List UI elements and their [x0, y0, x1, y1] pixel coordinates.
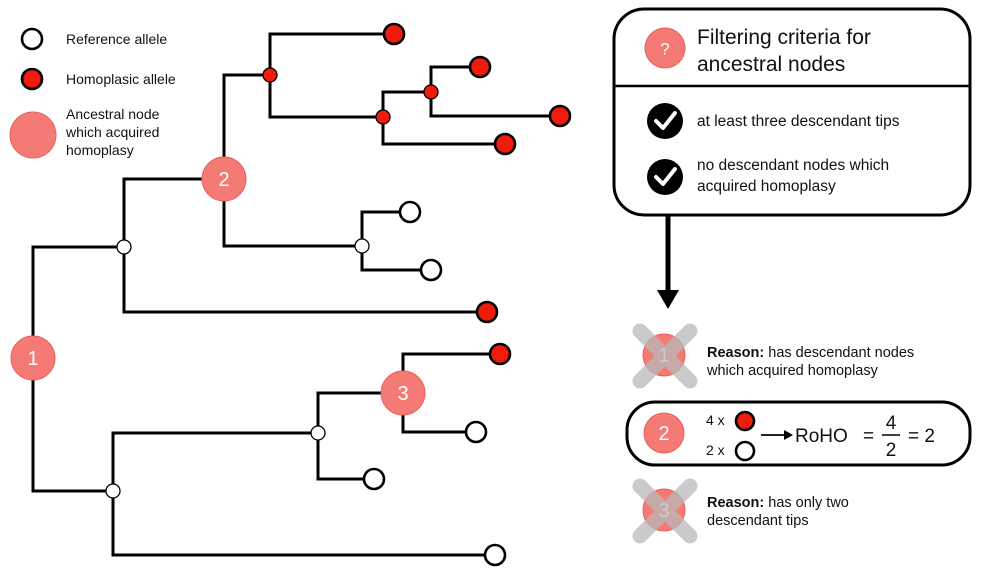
- down-arrow-head-icon: [657, 290, 679, 309]
- legend-ancestral-label-line3: homoplasy: [66, 142, 134, 158]
- result-node-1-reason-label: Reason:: [707, 345, 764, 361]
- branch-to-node-3: [316, 391, 405, 435]
- criterion-1: at least three descendant tips: [647, 103, 900, 139]
- tip-reference: [398, 200, 422, 224]
- tip-reference: [483, 543, 507, 567]
- result-node-2-label: 2: [658, 423, 669, 445]
- checkmark-icon: [654, 111, 677, 130]
- ancestral-node-2-label: 2: [218, 169, 229, 191]
- reference-allele-icon: [734, 440, 756, 462]
- branch-to-tip-479: [316, 431, 376, 481]
- branch-to-red-431: [381, 90, 433, 119]
- result-node-3-reason-label: Reason:: [707, 495, 764, 511]
- roho-label: RoHO: [795, 426, 848, 447]
- homoplasic-count: 4 x: [706, 412, 725, 428]
- result-node-3-reason-line2: descendant tips: [707, 513, 809, 529]
- ancestral-node-2: [201, 156, 247, 202]
- branch-root-upper: [31, 245, 126, 360]
- criterion-2: no descendant nodes which acquired homop…: [647, 157, 889, 195]
- tip-homoplasic: [493, 132, 517, 156]
- result-node-2: 2 4 x 2 x RoHO = 4 2 = 2: [625, 400, 972, 467]
- result-node-2-badge: [643, 412, 685, 454]
- branch-node2-lower: [222, 177, 364, 248]
- tip-reference: [362, 467, 386, 491]
- result-node-3: 3 Reason: has only two descendant tips: [632, 478, 849, 544]
- filter-box-title-line1: Filtering criteria for: [697, 26, 871, 49]
- rejected-cross-icon: [632, 478, 698, 544]
- internal-node-homoplasic: [262, 67, 278, 83]
- roho-arrow-head-icon: [784, 430, 793, 440]
- result-node-1-reason-line1: Reason: has descendant nodes: [707, 345, 914, 361]
- reference-count: 2 x: [706, 442, 725, 458]
- legend: Reference allele Homoplasic allele Ances…: [9, 27, 176, 159]
- rejected-cross-icon: [632, 323, 698, 389]
- internal-node-reference: [116, 239, 132, 255]
- branch-node2-upper: [222, 73, 272, 181]
- criterion-2-text-line2: acquired homoplasy: [697, 178, 836, 195]
- tree-tips: [362, 22, 572, 567]
- question-badge-label: ?: [660, 40, 669, 59]
- branch-root-lower: [31, 356, 115, 493]
- filter-box-frame: [612, 7, 972, 217]
- ancestral-node-1-label: 1: [27, 348, 38, 370]
- internal-node-reference: [105, 483, 121, 499]
- roho-denominator: 2: [886, 440, 897, 461]
- branch-to-red-383: [268, 73, 385, 119]
- result-node-2-frame: [625, 400, 972, 467]
- branch-to-tip-homo-312: [122, 245, 489, 314]
- filter-box-title-line2: ancestral nodes: [697, 53, 845, 76]
- criterion-1-text: at least three descendant tips: [697, 113, 900, 130]
- ancestral-nodes: 1 2 3: [10, 156, 426, 416]
- roho-result: = 2: [908, 426, 935, 447]
- branch-to-tip-555: [111, 489, 497, 557]
- roho-equals: =: [863, 426, 874, 447]
- result-node-1-reason-line2: which acquired homoplasy: [706, 363, 879, 379]
- tip-reference: [464, 420, 488, 444]
- legend-homoplasic-allele-icon: [20, 67, 44, 91]
- down-arrow: [657, 215, 679, 309]
- result-node-3-reason-text: has only two: [768, 495, 849, 511]
- branch-to-tip-67: [429, 65, 482, 94]
- tip-homoplasic: [488, 342, 512, 366]
- legend-reference-allele-icon: [20, 27, 44, 51]
- checkmark-icon: [654, 167, 677, 186]
- branch-to-tip-144: [381, 115, 507, 146]
- checkmark-circle-icon: [647, 103, 683, 139]
- internal-node-homoplasic: [423, 84, 439, 100]
- internal-node-homoplasic: [375, 109, 391, 125]
- branch-to-node-2: [122, 177, 226, 249]
- internal-node-reference: [310, 425, 326, 441]
- result-node-1: 1 Reason: has descendant nodes which acq…: [632, 323, 914, 389]
- legend-homoplasic-label: Homoplasic allele: [66, 71, 176, 87]
- branch-to-node-318: [111, 431, 320, 493]
- tip-homoplasic: [548, 104, 572, 128]
- roho-numerator: 4: [886, 413, 897, 434]
- legend-ancestral-label-line1: Ancestral node: [66, 106, 160, 122]
- branch-to-tip-116: [429, 90, 562, 118]
- homoplasic-allele-icon: [734, 410, 756, 432]
- tip-homoplasic: [382, 22, 406, 46]
- ancestral-node-3-label: 3: [397, 383, 408, 405]
- internal-nodes: [105, 67, 439, 499]
- legend-ancestral-node-icon: [9, 111, 57, 159]
- criterion-2-text-line1: no descendant nodes which: [697, 157, 889, 174]
- branch-to-tip-212: [360, 210, 412, 248]
- tip-homoplasic: [475, 300, 499, 324]
- branch-to-tip-270: [360, 244, 433, 272]
- internal-node-reference: [354, 238, 370, 254]
- ancestral-node-1: [10, 335, 56, 381]
- checkmark-circle-icon: [647, 159, 683, 195]
- ancestral-node-3: [380, 370, 426, 416]
- legend-ancestral-label-line2: which acquired: [65, 124, 159, 140]
- branch-to-tip-34: [268, 32, 396, 77]
- tip-reference: [419, 258, 443, 282]
- legend-reference-label: Reference allele: [66, 31, 167, 47]
- result-node-1-reason-text: has descendant nodes: [768, 345, 914, 361]
- result-node-3-reason-line1: Reason: has only two: [707, 495, 849, 511]
- filter-criteria-box: ? Filtering criteria for ancestral nodes…: [612, 7, 972, 217]
- question-badge: [644, 27, 686, 69]
- tip-homoplasic: [468, 55, 492, 79]
